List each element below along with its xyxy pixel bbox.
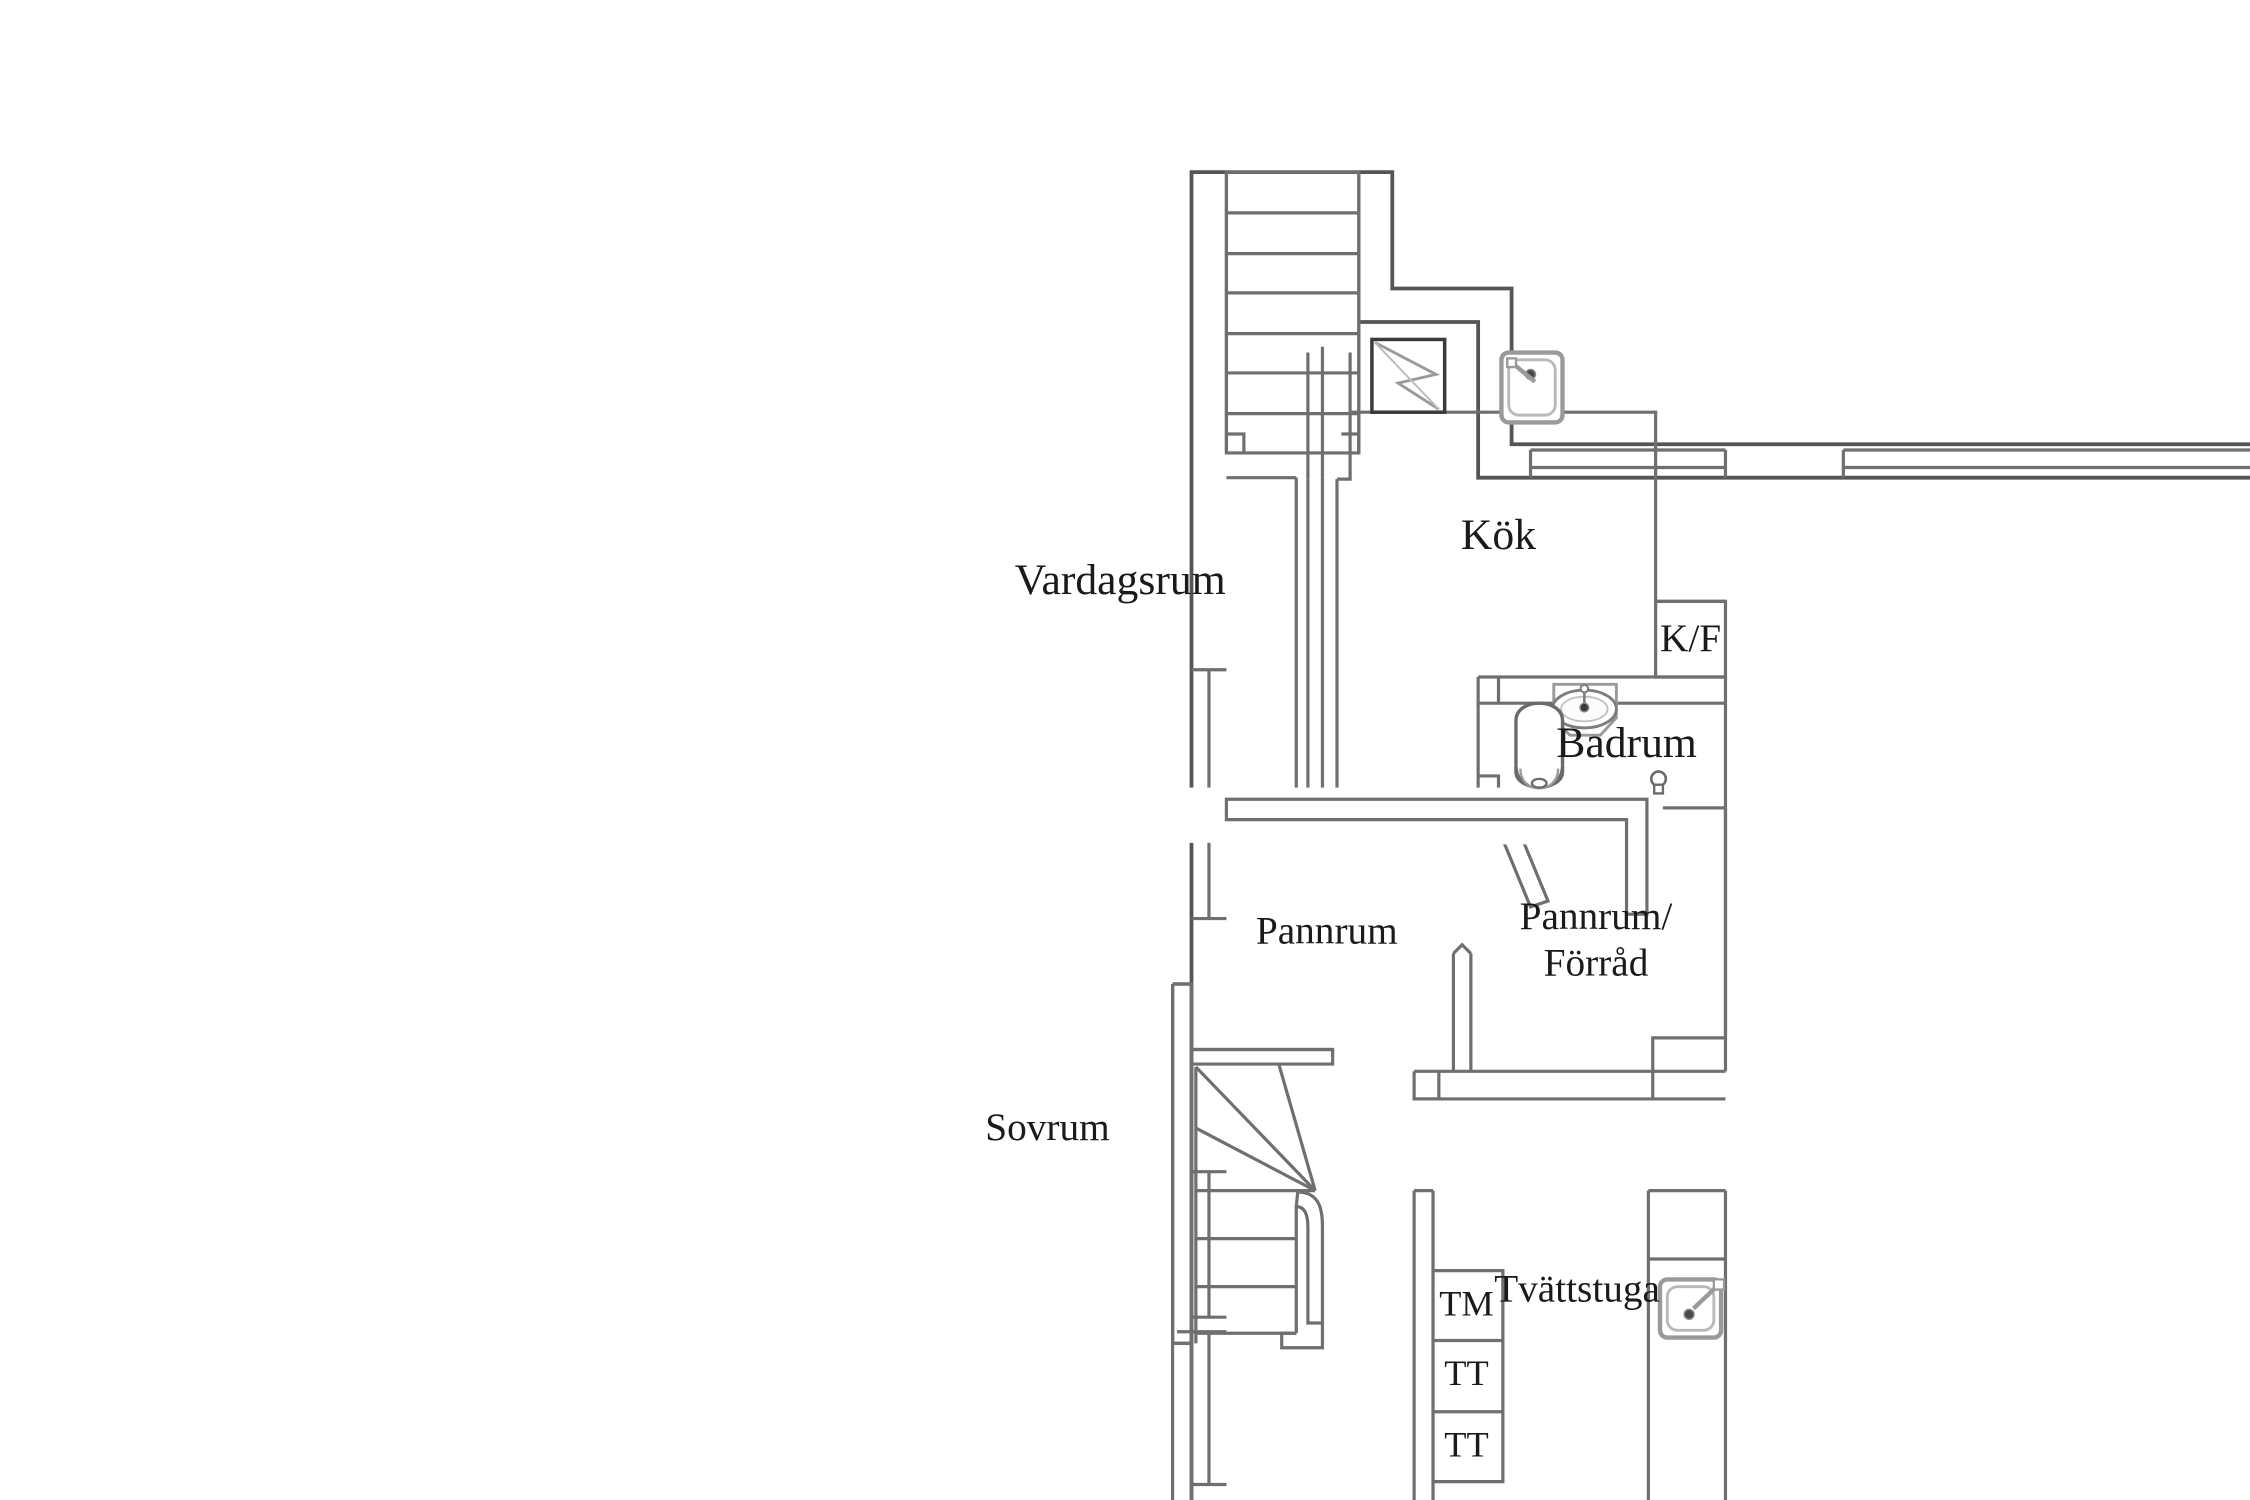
- appliance-label-tm: TM: [1439, 1283, 1494, 1323]
- stair-center: [1170, 982, 1335, 1350]
- labels-layer: Vardagsrum Kök Badrum Pannrum Sovrum Tvä…: [985, 511, 1721, 1465]
- room-label-pannrum: Pannrum: [1256, 910, 1398, 953]
- walls-accurate: [1182, 787, 1663, 916]
- room-label-sovrum: Sovrum: [985, 1106, 1109, 1149]
- stair-shaft-walls: [1170, 982, 1192, 1346]
- fixtures-layer: [1370, 337, 1726, 1340]
- room-label-tvattstuga: Tvättstuga: [1494, 1267, 1660, 1310]
- room-label-kok: Kök: [1461, 511, 1536, 559]
- windows-top: [1528, 448, 2250, 478]
- kitchen-counters: [1350, 410, 1726, 603]
- room-label-pannrum-forrad-line1: Pannrum/: [1520, 895, 1673, 938]
- kitchen-sink-icon: [1499, 350, 1565, 425]
- wall-center-vertical-upper: [1294, 352, 1399, 822]
- room-label-badrum: Badrum: [1556, 719, 1697, 767]
- floor-drain-icon: [1649, 770, 1668, 795]
- outer-walls: [1189, 170, 2250, 1500]
- toilet-icon: [1514, 701, 1565, 790]
- stove-icon: [1370, 337, 1447, 414]
- appliance-label-tt-1: TT: [1444, 1353, 1488, 1393]
- stair-top-left: [1224, 170, 1361, 455]
- walls-laundry: [1412, 1189, 1728, 1500]
- room-label-pannrum-forrad-line2: Förråd: [1544, 942, 1649, 985]
- wash-basin-icon: [1550, 682, 1618, 737]
- room-label-vardagsrum: Vardagsrum: [1015, 556, 1226, 604]
- wall-vardagsrum-south: [1224, 797, 1649, 916]
- laundry-sink-icon: [1657, 1277, 1726, 1340]
- wall-center-lower: [1170, 984, 1194, 1500]
- appliance-label-kf: K/F: [1660, 617, 1721, 660]
- walls-boiler-storage: [1412, 807, 1728, 1101]
- plan-geometry: [1170, 170, 2250, 1500]
- appliance-label-tt-2: TT: [1444, 1425, 1488, 1465]
